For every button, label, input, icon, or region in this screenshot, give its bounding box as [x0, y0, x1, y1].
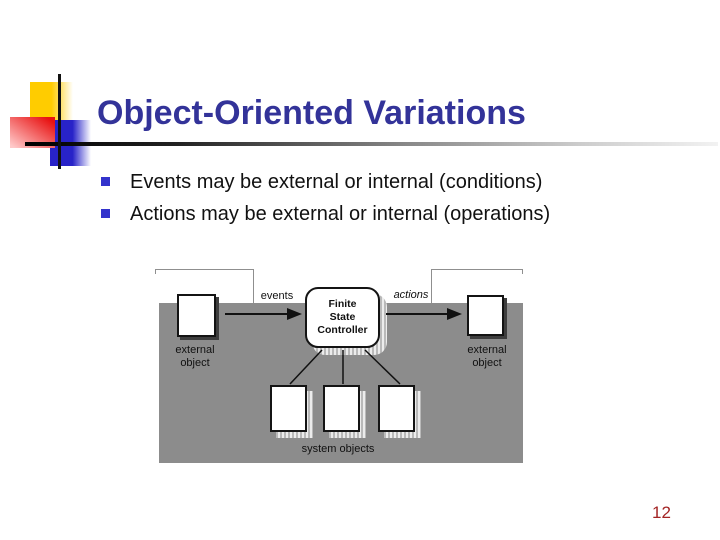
- controller-line: Controller: [317, 324, 368, 336]
- bullet-list: Events may be external or internal (cond…: [101, 170, 550, 234]
- external-object-right-box: [467, 295, 504, 336]
- fsm-diagram: Finite State Controller events actions e…: [155, 268, 523, 466]
- system-object-box: [378, 385, 415, 432]
- controller-connector-lines: [289, 349, 401, 385]
- bullet-icon: [101, 209, 110, 218]
- actions-label: actions: [393, 289, 429, 301]
- system-object-box: [270, 385, 307, 432]
- external-object-left-box: [177, 294, 216, 337]
- logo-yellow-square: [30, 82, 73, 122]
- title-underline: [25, 142, 718, 146]
- page-number: 12: [652, 503, 671, 522]
- diagram-top-tick-right: [522, 269, 523, 274]
- list-item: Actions may be external or internal (ope…: [101, 202, 550, 234]
- controller-line: State: [329, 311, 356, 323]
- page-title: Object-Oriented Variations: [97, 94, 526, 132]
- diagram-top-tick-left: [155, 269, 156, 274]
- actions-arrow-icon: [386, 308, 462, 320]
- external-object-left-label: external object: [175, 344, 215, 369]
- system-objects-label: system objects: [301, 443, 375, 455]
- events-arrow-icon: [225, 308, 302, 320]
- list-item: Events may be external or internal (cond…: [101, 170, 550, 202]
- finite-state-controller-box: Finite State Controller: [305, 287, 380, 348]
- bullet-text: Events may be external or internal (cond…: [130, 171, 543, 193]
- system-object-box: [323, 385, 360, 432]
- external-object-right-label: external object: [467, 344, 507, 369]
- events-label: events: [260, 290, 294, 302]
- diagram-lines-overlay: [225, 308, 462, 385]
- bullet-text: Actions may be external or internal (ope…: [130, 203, 551, 225]
- logo-vertical-line: [58, 74, 61, 169]
- bullet-icon: [101, 177, 110, 186]
- controller-line: Finite: [328, 298, 357, 310]
